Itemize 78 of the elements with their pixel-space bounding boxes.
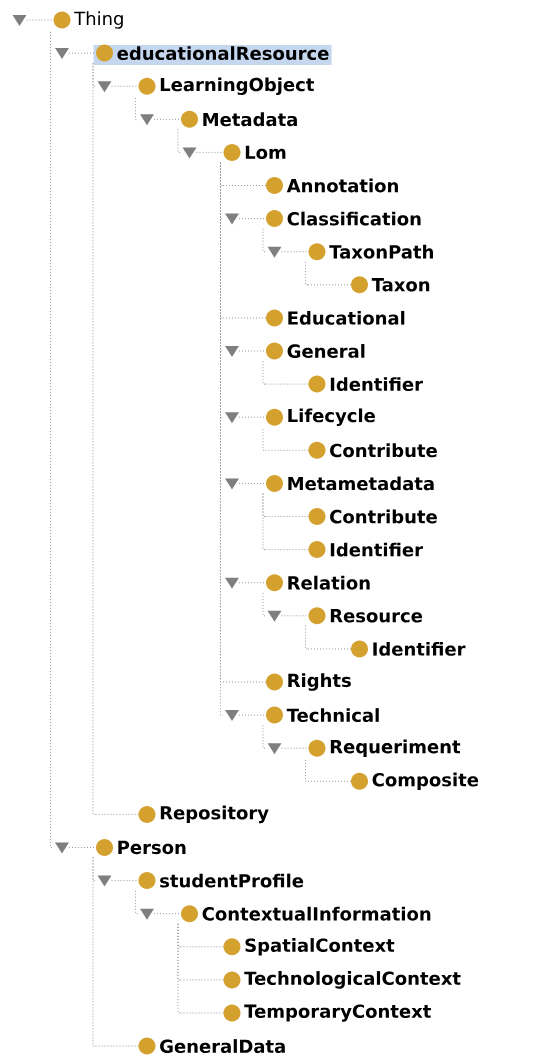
tree-item: Identifier	[265, 375, 423, 393]
tree-item: Metadata	[140, 110, 297, 128]
tree-item: ContextualInformation	[140, 905, 431, 923]
node-label: Contribute	[330, 443, 437, 458]
node-label: Technical	[286, 708, 379, 723]
tree-item: Requeriment	[267, 739, 461, 757]
tree-item: GeneralData	[95, 1037, 285, 1055]
node-label: Metametadata	[288, 476, 434, 491]
tree-line	[135, 97, 139, 120]
node-label: Taxon	[371, 278, 430, 292]
node-label: ContextualInformation	[202, 906, 431, 921]
tree-item: Lifecycle	[225, 408, 375, 426]
tree-line	[262, 592, 266, 617]
node-label: Metadata	[203, 112, 297, 127]
tree-item: Contribute	[265, 508, 437, 525]
tree-item: Identifier	[265, 541, 423, 559]
tree-item: Rights	[222, 673, 351, 691]
node-label: Thing	[74, 11, 123, 29]
tree-item: studentProfile	[97, 872, 304, 890]
tree-line	[50, 31, 54, 848]
tree-item: LearningObject	[97, 77, 314, 95]
node-label: SpatialContext	[245, 938, 395, 956]
tree-item: Contribute	[265, 441, 437, 459]
node-label: Contribute	[330, 509, 437, 524]
node-label: TaxonPath	[329, 244, 433, 259]
node-label: Annotation	[286, 178, 398, 193]
tree-line	[262, 228, 266, 253]
node-label: Relation	[288, 575, 370, 590]
node-label: Lifecycle	[288, 408, 375, 426]
tree-item: Composite	[307, 772, 479, 790]
tree-item: General	[225, 342, 365, 360]
tree-line	[305, 625, 309, 650]
tree-item: Classification	[225, 210, 421, 228]
tree-line	[262, 724, 266, 749]
node-label: TechnologicalContext	[244, 971, 461, 989]
tree-line	[92, 856, 96, 1047]
tree-item: Resource	[267, 607, 423, 625]
tree-line	[305, 261, 309, 286]
tree-item: Repository	[95, 805, 269, 824]
tree-item: Taxon	[307, 276, 430, 294]
node-label: General	[287, 344, 365, 358]
tree-item: Technical	[225, 706, 379, 724]
tree-item: Metametadata	[225, 474, 434, 492]
node-label: TemporaryContext	[244, 1004, 431, 1022]
node-label: Resource	[330, 609, 423, 623]
tree-item: educationalResource	[55, 44, 332, 66]
node-label: Rights	[288, 673, 351, 691]
node-label: Identifier	[373, 641, 466, 656]
tree-item: TaxonPath	[267, 243, 433, 261]
tree-item: Person	[55, 839, 186, 856]
tree-line	[135, 890, 139, 915]
node-label: studentProfile	[160, 873, 304, 888]
tree-line	[262, 493, 266, 551]
node-label: Identifier	[330, 377, 423, 392]
tree-item: Thing	[12, 11, 123, 29]
node-label: Composite	[372, 772, 479, 791]
node-label: Educational	[288, 310, 405, 325]
node-label: Identifier	[330, 542, 423, 557]
tree-line	[92, 62, 96, 815]
node-label: Requeriment	[330, 739, 461, 757]
node-label: GeneralData	[160, 1039, 285, 1054]
tree-line	[262, 428, 266, 451]
tree-line	[305, 759, 309, 782]
tree-line	[262, 360, 266, 385]
tree-item: Annotation	[222, 177, 398, 194]
node-label: Person	[118, 840, 186, 855]
node-label: Lom	[245, 145, 286, 160]
tree-item: Relation	[225, 574, 370, 592]
node-label: Classification	[287, 211, 421, 226]
tree-item: Educational	[222, 309, 405, 327]
node-label: LearningObject	[160, 77, 315, 95]
tree-item: Identifier	[307, 640, 466, 658]
tree-item: TechnologicalContext	[180, 971, 461, 989]
tree-item: SpatialContext	[180, 938, 395, 956]
node-label: Repository	[160, 805, 269, 824]
tree-line	[177, 923, 181, 1014]
tree-item: Lom	[182, 143, 286, 161]
tree-item: TemporaryContext	[180, 1004, 431, 1022]
